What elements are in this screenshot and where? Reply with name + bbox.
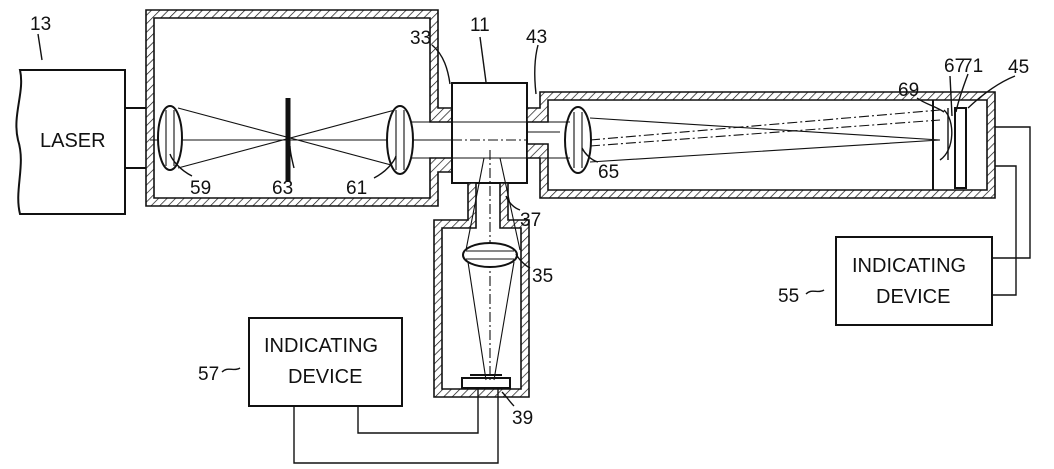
ref-63: 63 xyxy=(272,178,293,199)
ref-61: 61 xyxy=(346,178,367,199)
lens-61 xyxy=(386,105,414,175)
lens-35 xyxy=(462,242,518,268)
ref-55: 55 xyxy=(778,286,799,307)
ref-13: 13 xyxy=(30,14,51,35)
ref-11: 11 xyxy=(470,15,490,36)
ref-43: 43 xyxy=(526,27,547,48)
laser-label: LASER xyxy=(40,130,106,152)
ref-33: 33 xyxy=(410,28,431,49)
lower-tube xyxy=(433,182,530,398)
detector-45 xyxy=(954,107,967,189)
indicating-device-57: INDICATING DEVICE xyxy=(248,317,403,407)
ref-57: 57 xyxy=(198,364,219,385)
detector-39 xyxy=(461,377,511,389)
indicating-device-55: INDICATING DEVICE xyxy=(835,236,993,326)
right-tube xyxy=(526,91,996,199)
lens-59 xyxy=(157,105,183,171)
lens-65 xyxy=(564,106,592,174)
device-57-line1: INDICATING xyxy=(264,335,378,357)
ref-69: 69 xyxy=(898,80,919,101)
ref-67: 67 xyxy=(944,56,965,77)
reflector-67 xyxy=(939,109,953,161)
device-55-line1: INDICATING xyxy=(852,255,966,277)
ref-65: 65 xyxy=(598,162,619,183)
ref-59: 59 xyxy=(190,178,211,199)
device-57-line2: DEVICE xyxy=(288,366,362,388)
ref-71: 71 xyxy=(962,56,983,77)
ref-39: 39 xyxy=(512,408,533,429)
ref-35: 35 xyxy=(532,266,553,287)
ref-45: 45 xyxy=(1008,57,1029,78)
ref-37: 37 xyxy=(520,210,541,231)
device-55-line2: DEVICE xyxy=(876,286,950,308)
left-chamber xyxy=(145,9,453,207)
laser-source: LASER xyxy=(15,69,150,215)
